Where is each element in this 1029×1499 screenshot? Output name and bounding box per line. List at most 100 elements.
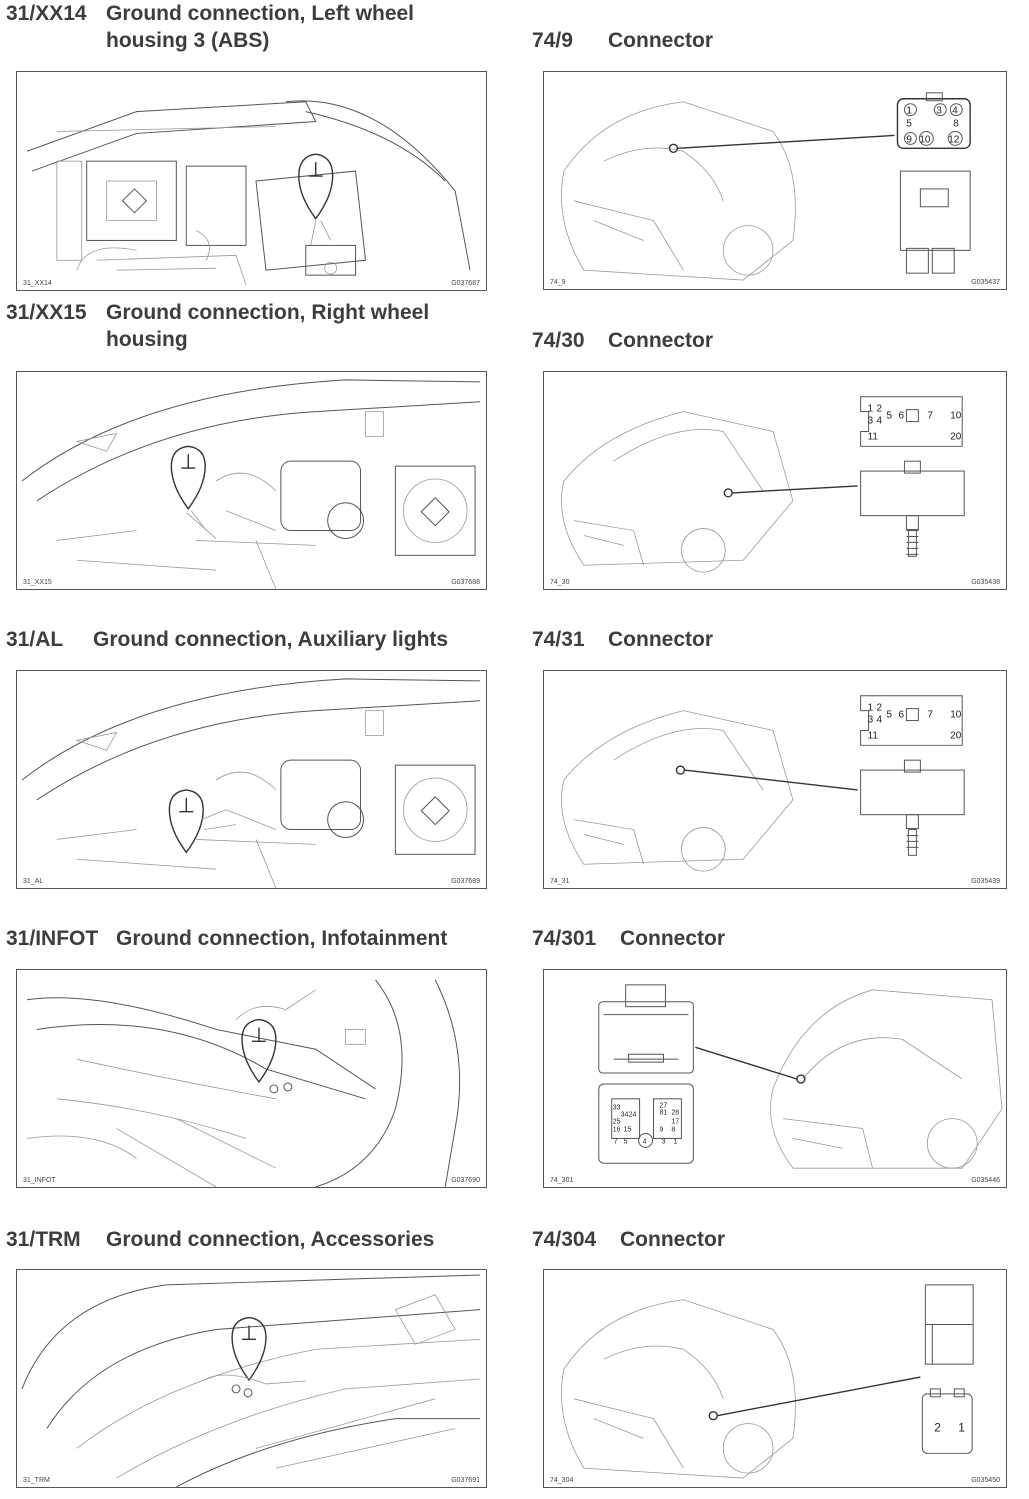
leader-line (677, 134, 895, 149)
entry-code: 74/30 (532, 329, 585, 352)
svg-text:2: 2 (877, 703, 883, 714)
connector-illustration: 2 1 (561, 1284, 974, 1479)
connector-body (598, 1001, 694, 1074)
svg-text:17: 17 (671, 1119, 679, 1126)
leader-line (717, 1376, 921, 1417)
figure-connector-74-30: 1 2 3 4 5 6 7 10 11 20 74_30 G035438 (543, 371, 1007, 590)
entry-title-line: Ground connection, Auxiliary lights (93, 628, 449, 651)
image-id: 31_TRM (23, 1477, 50, 1484)
connector-illustration: 1 3 4 5 8 9 10 12 (561, 92, 971, 281)
svg-text:7: 7 (927, 710, 933, 721)
svg-text:9: 9 (660, 1127, 664, 1134)
svg-text:9: 9 (906, 134, 912, 145)
figure-connector-74-301: 33 27 34 24 81 28 25 17 16 15 9 8 7 5 4 … (543, 969, 1007, 1188)
svg-text:3: 3 (661, 1138, 665, 1145)
svg-text:6: 6 (898, 710, 904, 721)
entry-code: 31/AL (6, 628, 64, 651)
entry-title: Connector (620, 927, 725, 950)
figure-number: G035450 (971, 1477, 1000, 1484)
svg-text:27: 27 (660, 1103, 668, 1110)
figure-number: G035437 (971, 279, 1000, 286)
figure-number: G037691 (451, 1477, 480, 1484)
svg-text:4: 4 (877, 715, 883, 726)
ground-point-marker (231, 1316, 267, 1382)
entry-heading: 31/TRM Ground connection, Accessories (6, 1226, 434, 1253)
figure-engine-bay-left-wheel-housing: 31_XX14 G037687 (16, 71, 487, 291)
svg-text:20: 20 (950, 730, 962, 741)
entry-code: 31/TRM (6, 1228, 81, 1251)
entry-code: 31/XX15 (6, 301, 87, 324)
entry-code: 74/304 (532, 1228, 597, 1251)
entry-code: 74/31 (532, 628, 585, 651)
image-id: 31_XX15 (23, 579, 52, 586)
image-id: 74_301 (550, 1177, 574, 1184)
svg-text:10: 10 (950, 710, 962, 721)
svg-text:4: 4 (643, 1138, 647, 1145)
svg-text:15: 15 (624, 1127, 632, 1134)
figure-connector-74-304: 2 1 74_304 G035450 (543, 1269, 1007, 1488)
image-id: 74_304 (550, 1477, 574, 1484)
engine-bay-illustration (26, 100, 471, 286)
entry-code: 31/XX14 (6, 2, 87, 25)
ground-point-marker (170, 445, 206, 510)
image-id: 31_XX14 (23, 280, 52, 287)
entry-title: Connector (620, 1228, 725, 1251)
leader-line (695, 1046, 798, 1080)
leader-line (684, 769, 858, 791)
connector-face (921, 1393, 973, 1454)
svg-text:8: 8 (953, 119, 959, 130)
svg-text:10: 10 (919, 134, 931, 145)
figure-number: G035446 (971, 1177, 1000, 1184)
trunk-floor-illustration (21, 1274, 481, 1487)
entry-title: Connector (608, 29, 713, 52)
figure-trunk-accessories: 31_TRM G037691 (16, 1269, 487, 1488)
figure-connector-74-9: 1 3 4 5 8 9 10 12 74_9 G035437 (543, 71, 1007, 290)
svg-text:7: 7 (927, 411, 933, 422)
entry-code: 74/301 (532, 927, 597, 950)
image-id: 31_INFOT (23, 1177, 56, 1184)
svg-text:25: 25 (613, 1119, 621, 1126)
svg-text:10: 10 (950, 411, 962, 422)
figure-number: G037687 (451, 280, 480, 287)
connector-face (860, 396, 963, 447)
entry-title-line: Ground connection, Left wheel (106, 2, 415, 25)
figure-number: G035439 (971, 878, 1000, 885)
svg-text:6: 6 (898, 411, 904, 422)
connector-illustration: 1 2 3 4 5 6 7 10 11 20 (561, 396, 965, 573)
svg-text:5: 5 (887, 411, 893, 422)
figure-engine-bay-auxiliary-lights: 31_AL G037689 (16, 670, 487, 889)
engine-bay-illustration (21, 379, 481, 589)
svg-text:1: 1 (906, 106, 912, 117)
svg-text:16: 16 (613, 1127, 621, 1134)
svg-text:5: 5 (906, 119, 912, 130)
svg-text:4: 4 (877, 416, 883, 427)
entry-title-line: housing (106, 328, 188, 351)
svg-text:11: 11 (868, 730, 879, 741)
svg-text:5: 5 (624, 1138, 628, 1145)
entry-title-line: Ground connection, Accessories (106, 1228, 435, 1251)
entry-heading: 31/AL Ground connection, Auxiliary lights (6, 626, 448, 653)
svg-text:3: 3 (936, 106, 942, 117)
svg-text:4: 4 (952, 106, 958, 117)
svg-text:34: 34 (621, 1112, 629, 1119)
image-id: 74_31 (550, 878, 570, 885)
image-id: 74_30 (550, 579, 570, 586)
figure-number: G035438 (971, 579, 1000, 586)
svg-text:24: 24 (629, 1112, 637, 1119)
svg-text:2: 2 (877, 404, 883, 415)
connector-face (598, 1083, 694, 1164)
entry-code: 31/INFOT (6, 927, 99, 950)
svg-text:11: 11 (868, 431, 879, 442)
figure-connector-74-31: 1 2 3 4 5 6 7 10 11 20 74_31 G035439 (543, 670, 1007, 889)
svg-text:8: 8 (671, 1127, 675, 1134)
svg-text:20: 20 (950, 431, 962, 442)
ground-point-marker (168, 789, 204, 854)
entry-heading: 74/304 Connector (532, 1226, 725, 1253)
svg-text:3: 3 (868, 416, 874, 427)
svg-text:12: 12 (948, 134, 960, 145)
connector-illustration: 1 2 3 4 5 6 7 10 11 20 (561, 695, 965, 872)
